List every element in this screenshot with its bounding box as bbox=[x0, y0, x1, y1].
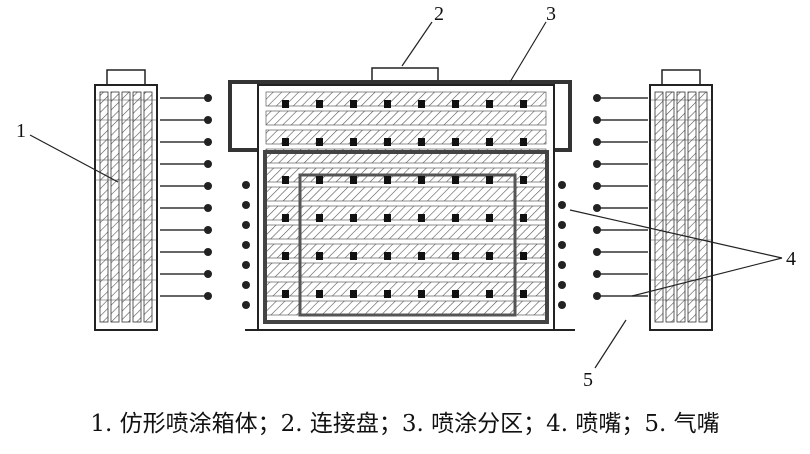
figure-caption: 1. 仿形喷涂箱体；2. 连接盘；3. 喷涂分区；4. 喷嘴；5. 气嘴 bbox=[90, 411, 720, 437]
center-spray-box bbox=[228, 67, 575, 331]
leader-lines bbox=[29, 21, 783, 369]
label-2: 2 bbox=[434, 3, 444, 25]
label-4: 4 bbox=[786, 248, 796, 270]
right-profiling-box bbox=[649, 69, 713, 331]
left-profiling-box bbox=[94, 69, 158, 331]
spray-box-diagram: 1 2 3 4 5 bbox=[16, 3, 796, 391]
label-1: 1 bbox=[16, 120, 26, 142]
label-3: 3 bbox=[546, 3, 556, 25]
nozzles bbox=[160, 94, 648, 309]
label-5: 5 bbox=[583, 369, 593, 391]
